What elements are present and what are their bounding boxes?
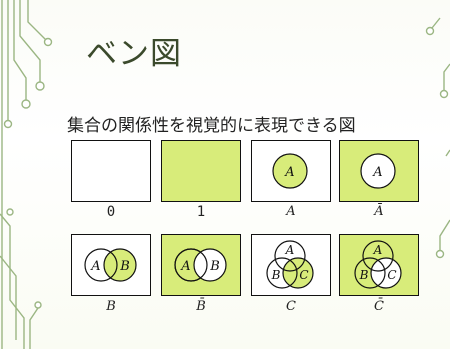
circle-label-c: C (387, 268, 396, 282)
venn-caption: 0 (106, 204, 116, 220)
circle-label-a: A (90, 259, 100, 274)
slide-title: ベン図 (86, 36, 182, 72)
circle-label-b: B (271, 268, 281, 282)
venn-caption: B (106, 299, 116, 314)
venn-caption: A (286, 204, 296, 219)
venn-complement-c: A B C (339, 234, 419, 296)
venn-complement-b: A B (161, 234, 241, 296)
circle-label-b: B (119, 259, 130, 274)
circle-label-a: A (285, 243, 295, 257)
circle-label-b: B (209, 259, 220, 274)
circle-label-b: B (359, 268, 369, 282)
venn-caption: 1 (196, 204, 206, 220)
venn-caption: C (286, 299, 296, 314)
venn-set-c: A B C (251, 234, 331, 296)
venn-set-b: A B (71, 234, 151, 296)
venn-universal-set (161, 140, 241, 202)
venn-caption: Ā (374, 204, 384, 219)
venn-caption: B̄ (196, 299, 206, 314)
circle-label-c: C (299, 268, 308, 282)
venn-empty-set (71, 140, 151, 202)
venn-complement-a: A (339, 140, 419, 202)
venn-set-a: A (251, 140, 331, 202)
circle-label-a: A (180, 259, 190, 274)
circle-label-a: A (372, 165, 382, 180)
venn-caption: C̄ (374, 299, 384, 314)
circle-label-a: A (373, 243, 383, 257)
slide-subtitle: 集合の関係性を視覚的に表現できる図 (67, 116, 356, 136)
circle-label-a: A (284, 165, 294, 180)
